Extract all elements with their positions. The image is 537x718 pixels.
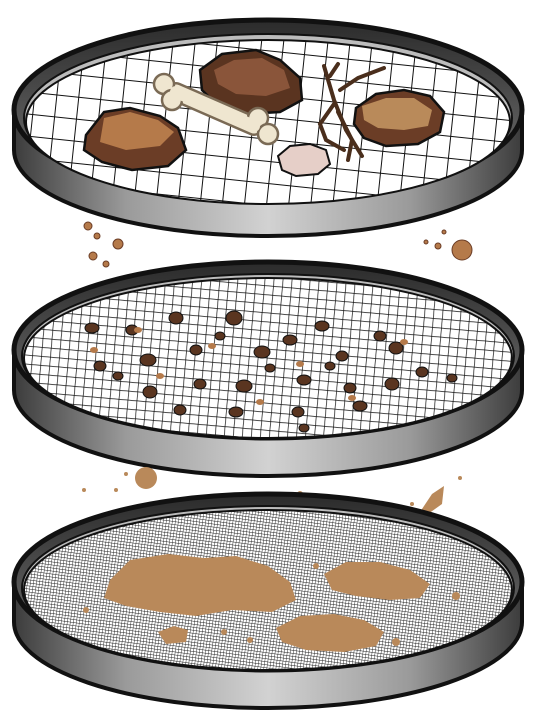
sieve-coarse (14, 20, 522, 236)
sieve-fine (14, 494, 522, 708)
sieve-medium-mesh (24, 278, 512, 438)
shell-fragment (278, 144, 330, 176)
sieve-medium (14, 262, 522, 476)
